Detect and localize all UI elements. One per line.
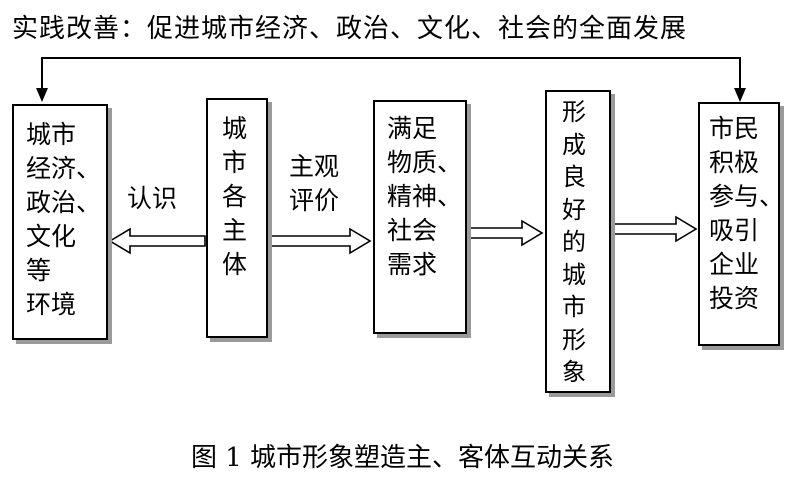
citizens-box-text: 市民 积极 参与、 吸引 企业 投资 [709,114,785,313]
needs-box [373,100,467,334]
feedback-arrow-right-head [734,88,746,102]
subjects-box-text: 城 市 各 主 体 [222,114,248,279]
image-box-text: 形 成 良 好 的 城 市 形 象 [562,98,586,386]
hollow-arrow-image-to-citizens [613,215,698,243]
subjects-box [206,98,268,338]
top-feedback-text: 实践改善：促进城市经济、政治、文化、社会的全面发展 [12,14,688,44]
feedback-arrow-left-head [36,88,48,102]
environment-box-text: 城市 经济、 政治、 文化 等 环境 [26,120,102,319]
environment-box [12,104,108,340]
feedback-loop-line [41,57,741,100]
hollow-arrow-needs-to-image [467,219,544,247]
needs-box-text: 满足 物质、 精神、 社会 需求 [387,114,463,279]
figure-caption: 图 1 城市形象塑造主、客体互动关系 [190,443,615,473]
evaluation-label: 主观 评价 [289,152,340,215]
cognition-label: 认识 [127,184,178,213]
citizens-box [698,102,780,346]
hollow-arrow-evaluation [269,227,372,255]
hollow-arrow-cognition [108,227,206,255]
image-box [545,90,611,393]
